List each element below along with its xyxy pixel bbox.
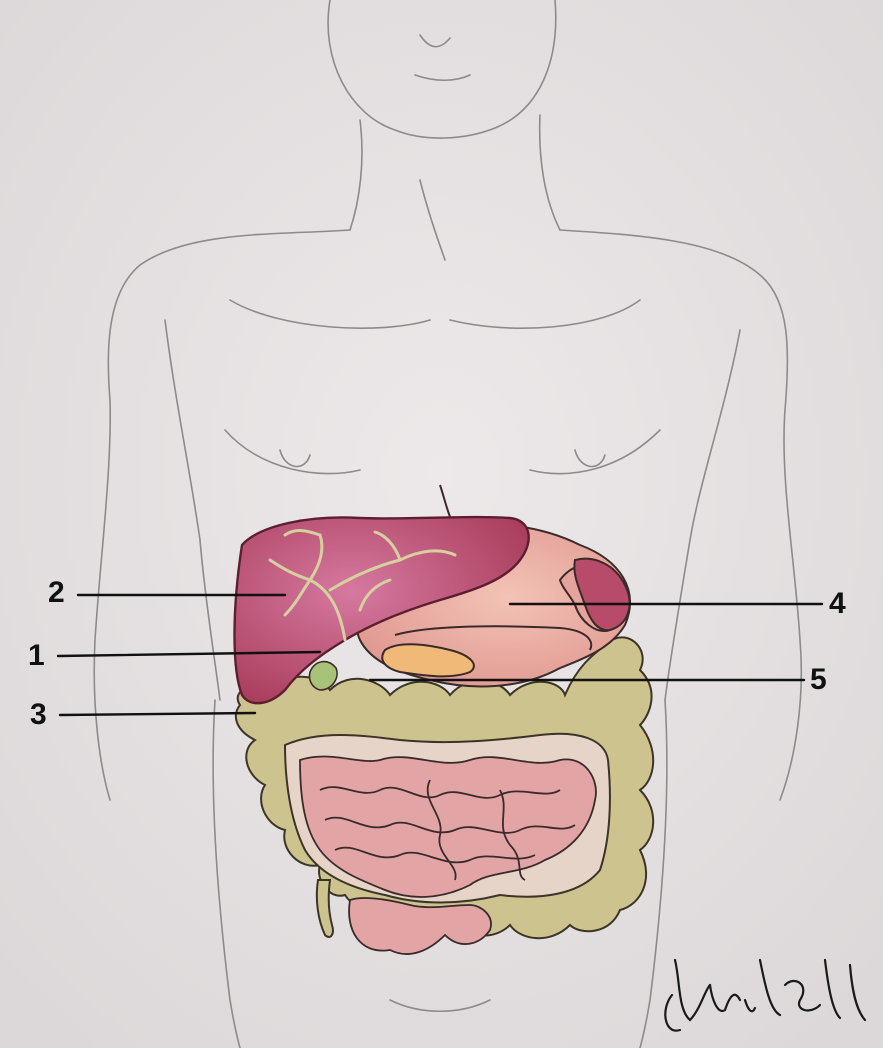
- callout-number-2: 2: [48, 578, 65, 608]
- callout-number-5: 5: [810, 665, 827, 695]
- callout-number-1: 1: [28, 641, 45, 671]
- callout-number-3: 3: [30, 700, 47, 730]
- callout-number-4: 4: [829, 589, 846, 619]
